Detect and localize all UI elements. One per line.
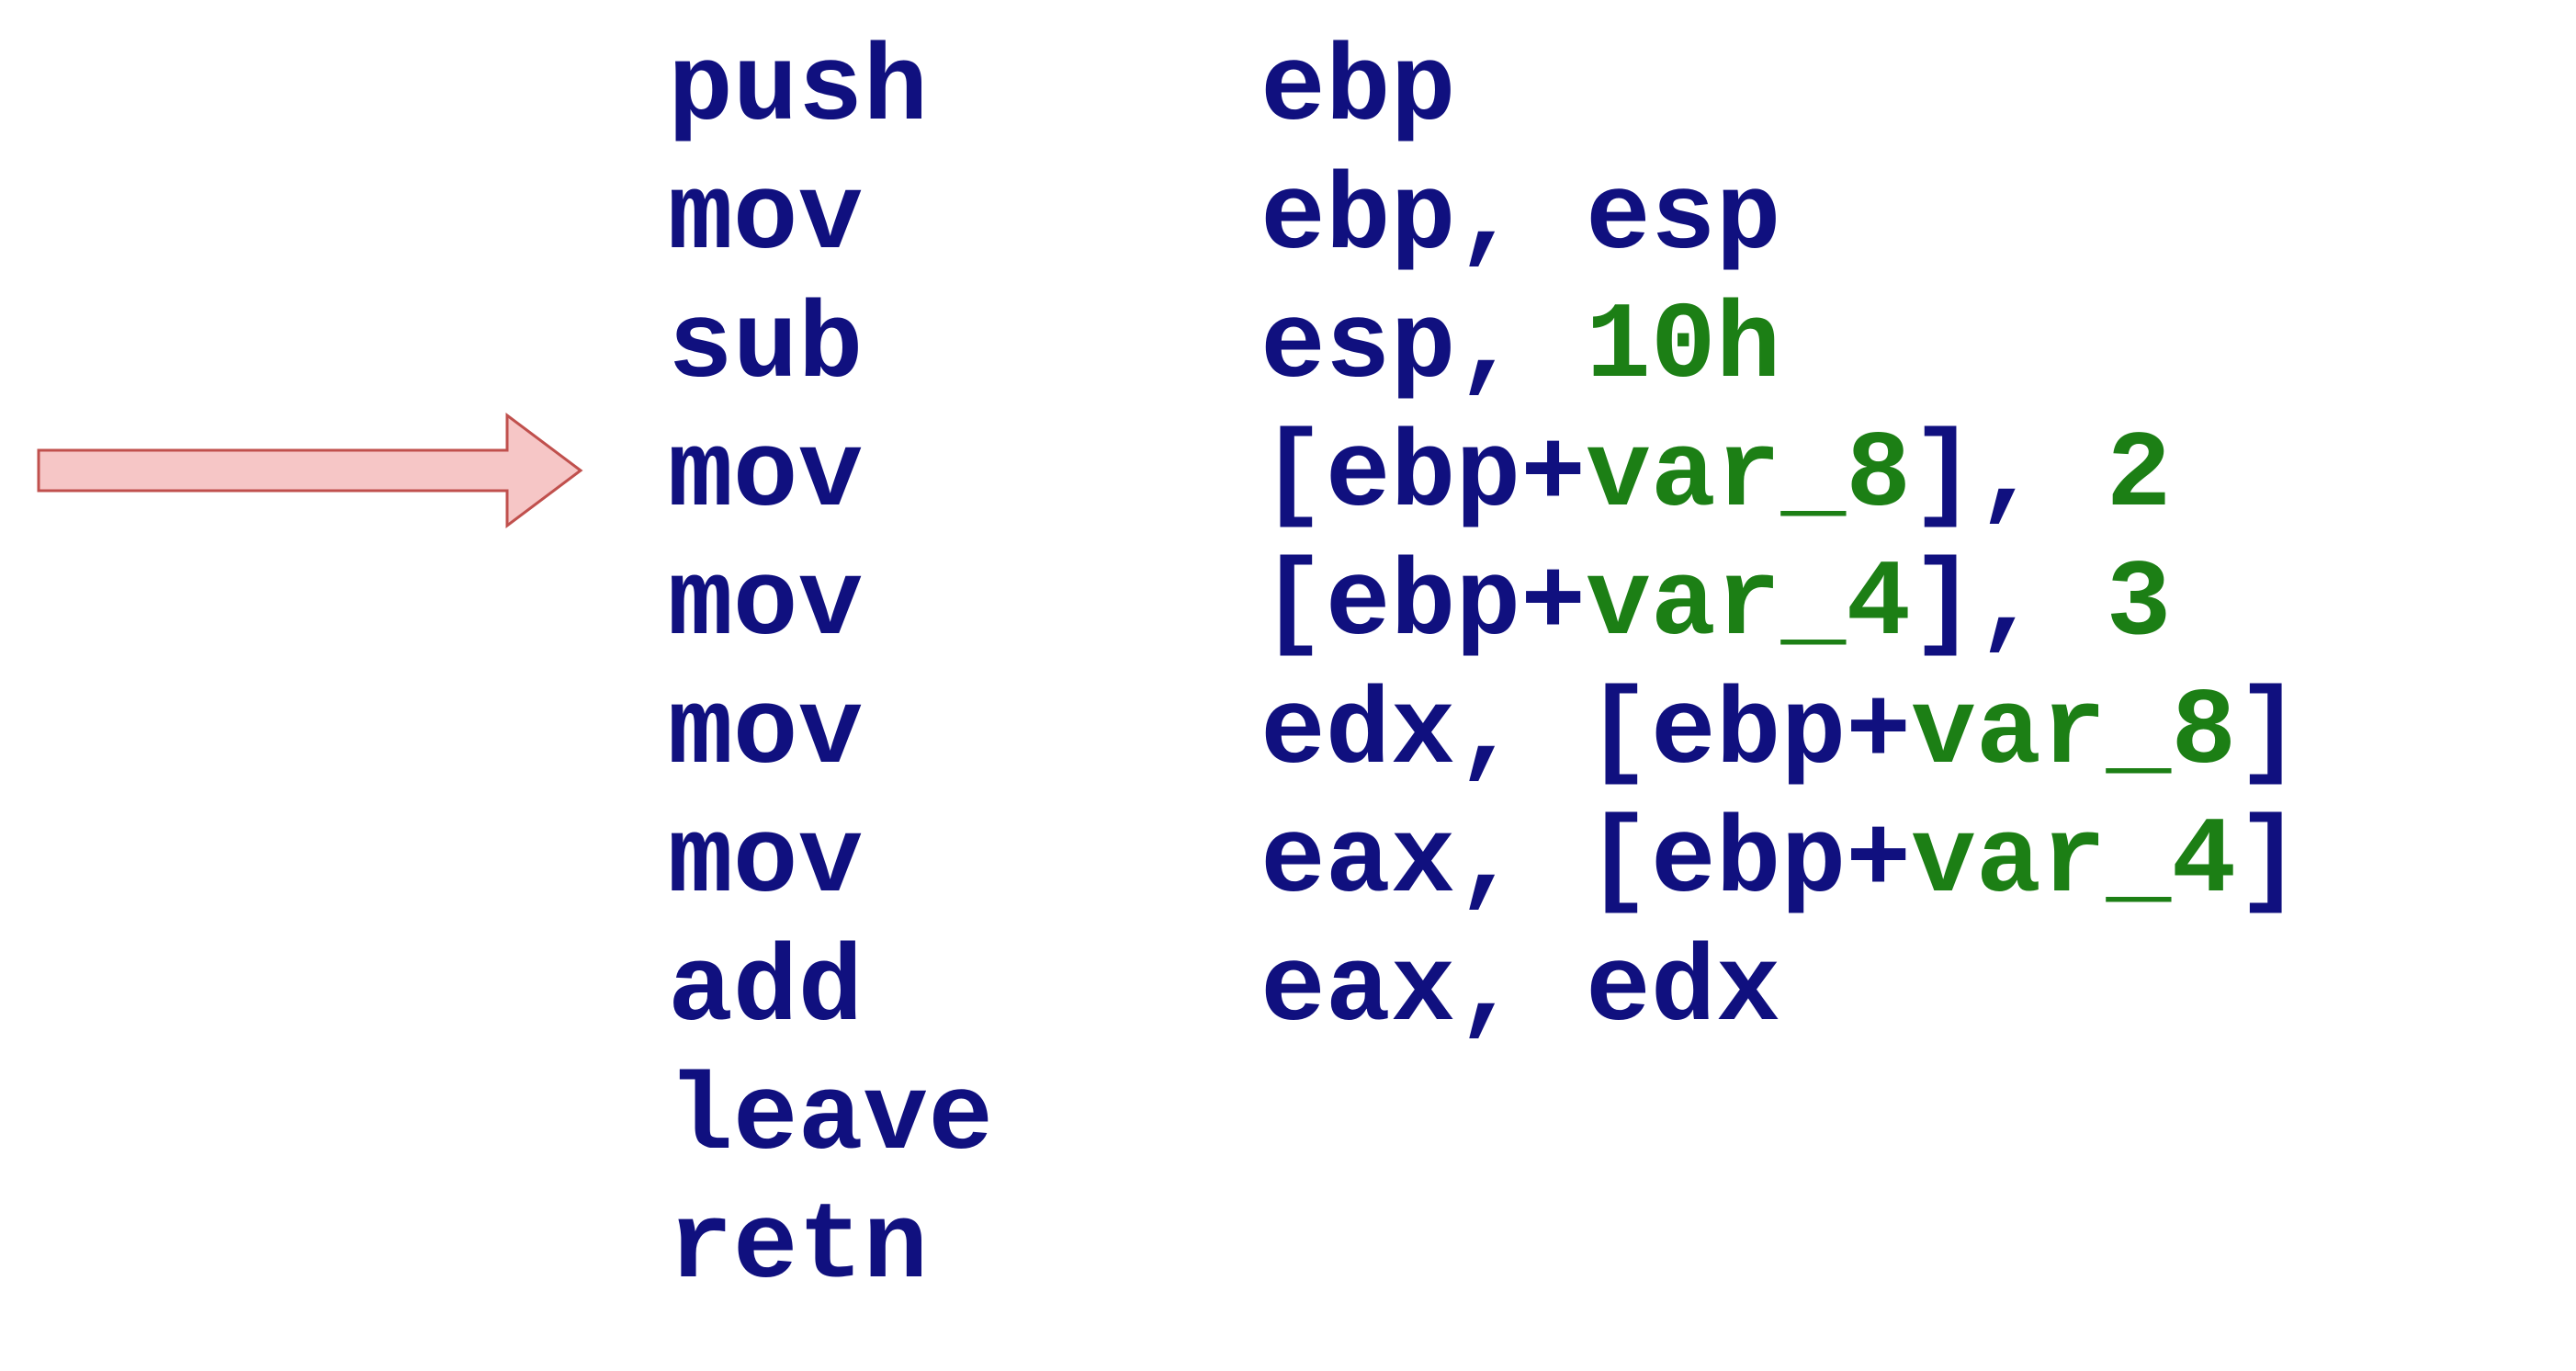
register-token: ebp, esp (1260, 158, 1781, 280)
arrow-shape (37, 413, 583, 528)
register-token: [ebp+ (1260, 544, 1587, 666)
mnemonic: retn (668, 1187, 929, 1309)
immediate-token: 2 (2106, 415, 2172, 538)
mnemonic: leave (668, 1059, 994, 1181)
register-token: eax, [ebp+ (1260, 801, 1912, 923)
register-token: esp, (1260, 287, 1587, 409)
right-arrow-icon (37, 413, 583, 528)
mnemonic: mov (668, 801, 864, 923)
operands: ebp (1260, 37, 1455, 145)
immediate-token: 10h (1586, 287, 1781, 409)
register-token: edx, [ebp+ (1260, 673, 1912, 795)
symbol-token: var_4 (1586, 544, 1912, 666)
operands: edx, [ebp+var_8] (1260, 680, 2301, 788)
register-token: [ebp+ (1260, 415, 1587, 538)
register-token: ], (1911, 544, 2107, 666)
symbol-token: var_8 (1586, 415, 1912, 538)
mnemonic: mov (668, 415, 864, 538)
operands: ebp, esp (1260, 165, 1781, 274)
operands: [ebp+var_8], 2 (1260, 423, 2171, 531)
register-token: ] (2236, 801, 2301, 923)
register-token: ] (2236, 673, 2301, 795)
operands: eax, [ebp+var_4] (1260, 809, 2301, 917)
mnemonic: mov (668, 673, 864, 795)
symbol-token: var_8 (1911, 673, 2237, 795)
register-token: ], (1911, 415, 2107, 538)
mnemonic: push (668, 29, 929, 152)
operands: esp, 10h (1260, 294, 1781, 402)
immediate-token: 3 (2106, 544, 2172, 666)
operands: eax, edx (1260, 937, 1781, 1046)
register-token: eax, edx (1260, 930, 1781, 1052)
mnemonic: mov (668, 544, 864, 666)
mnemonic: mov (668, 158, 864, 280)
operands: [ebp+var_4], 3 (1260, 551, 2171, 660)
mnemonic: sub (668, 287, 864, 409)
register-token: ebp (1260, 29, 1456, 152)
mnemonic: add (668, 930, 864, 1052)
symbol-token: var_4 (1911, 801, 2237, 923)
